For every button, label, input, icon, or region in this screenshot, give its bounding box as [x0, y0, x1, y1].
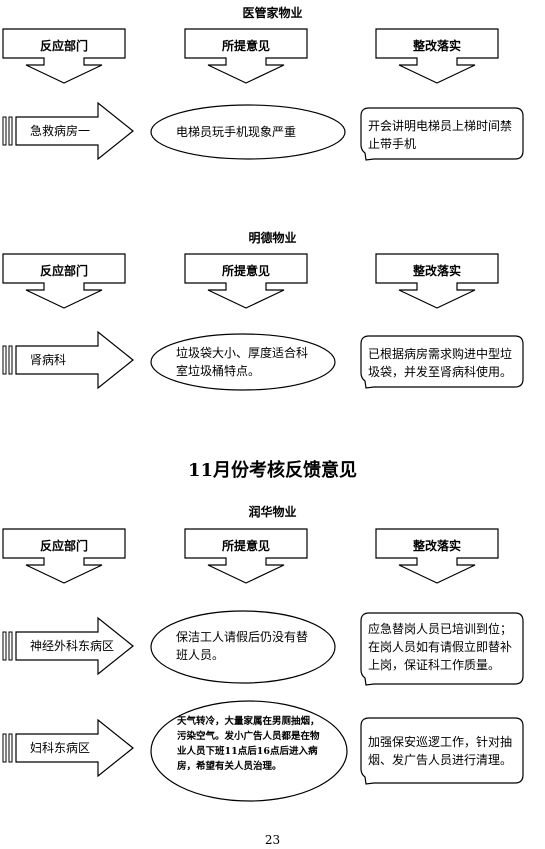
action-column-header: 整改落实: [375, 28, 499, 84]
action-bubble: 加强保安巡逻工作，针对抽烟、发广告人员进行清理。: [360, 717, 524, 785]
opinion-column-header: 所提意见: [184, 28, 308, 84]
action-column-header: 整改落实: [375, 253, 499, 309]
page-number: 23: [264, 833, 281, 847]
action-text: 应急替岗人员已培训到位；在岗人员如有请假立即替补上岗，保证科工作质量。: [368, 622, 513, 672]
action-bubble: 已根据病房需求购进中型垃圾袋，并发至肾病科使用。: [360, 335, 524, 389]
action-text: 加强保安巡逻工作，针对抽烟、发广告人员进行清理。: [368, 735, 513, 767]
opinion-text: 天气转冷，大量家属在男厕抽烟，污染空气。发小广告人员都是在物业人员下班11点后1…: [177, 716, 320, 772]
section-title: 明德物业: [248, 231, 297, 245]
opinion-ellipse: 天气转冷，大量家属在男厕抽烟，污染空气。发小广告人员都是在物业人员下班11点后1…: [150, 700, 348, 802]
opinion-text: 电梯员玩手机现象严重: [176, 125, 297, 139]
page-heading: 11月份考核反馈意见: [187, 460, 358, 481]
opinion-column-header: 所提意见: [184, 253, 308, 309]
action-bubble: 开会讲明电梯员上梯时间禁止带手机: [360, 107, 524, 161]
opinion-column-header: 所提意见: [184, 528, 308, 584]
opinion-ellipse: 垃圾袋大小、厚度适合科室垃圾桶特点。: [150, 333, 336, 391]
dept-arrow: 神经外科东病区: [2, 616, 134, 676]
section-title: 医管家物业: [242, 6, 303, 20]
opinion-text: 保洁工人请假后仍没有替班人员。: [176, 630, 309, 662]
dept-label: 神经外科东病区: [30, 639, 115, 653]
opinion-ellipse: 电梯员玩手机现象严重: [150, 104, 346, 160]
dept-label: 肾病科: [30, 353, 67, 367]
dept-column-header: 反应部门: [2, 28, 126, 84]
action-bubble: 应急替岗人员已培训到位；在岗人员如有请假立即替补上岗，保证科工作质量。: [360, 612, 524, 686]
dept-arrow: 急救病房一: [2, 101, 134, 161]
action-text: 开会讲明电梯员上梯时间禁止带手机: [368, 119, 513, 151]
dept-column-header: 反应部门: [2, 253, 126, 309]
opinion-ellipse: 保洁工人请假后仍没有替班人员。: [150, 610, 336, 684]
dept-column-header: 反应部门: [2, 528, 126, 584]
dept-arrow: 妇科东病区: [2, 718, 134, 778]
action-column-header: 整改落实: [375, 528, 499, 584]
dept-arrow: 肾病科: [2, 330, 134, 390]
opinion-text: 垃圾袋大小、厚度适合科室垃圾桶特点。: [176, 346, 309, 378]
dept-label: 妇科东病区: [30, 741, 91, 755]
section-title: 润华物业: [248, 505, 297, 519]
action-text: 已根据病房需求购进中型垃圾袋，并发至肾病科使用。: [368, 347, 513, 379]
dept-label: 急救病房一: [30, 124, 91, 138]
